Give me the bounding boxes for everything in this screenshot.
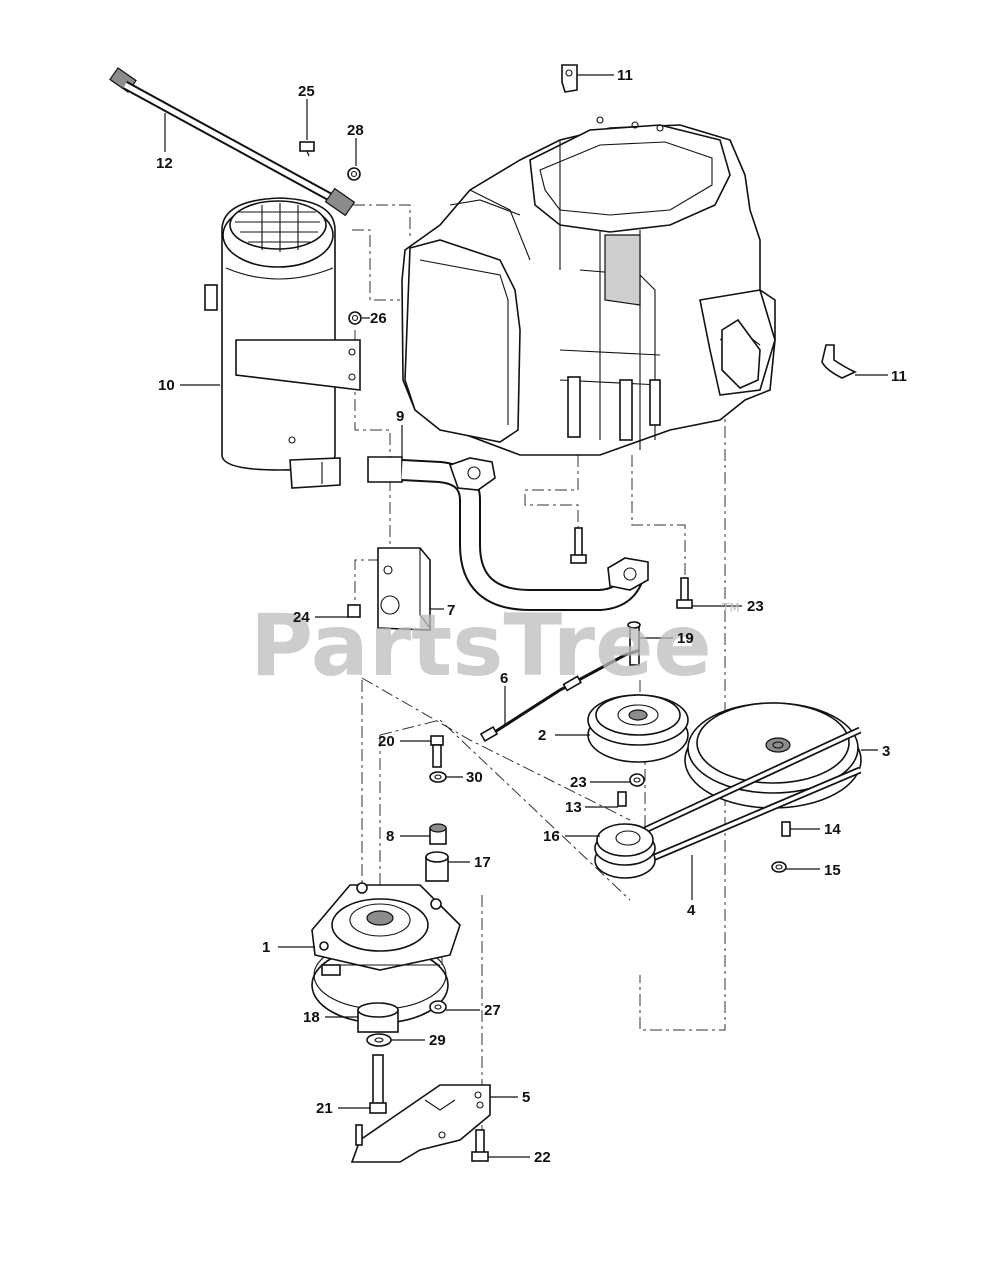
tube-12: [109, 67, 356, 217]
large-pulley-3: [684, 702, 862, 809]
callout-8: 8: [386, 828, 394, 845]
ring-15: [771, 861, 787, 873]
key-13: [617, 791, 627, 807]
spacer-8: [429, 823, 447, 845]
nut-27: [429, 1000, 447, 1014]
callout-25: 23: [570, 774, 587, 791]
nut-29: [366, 1033, 392, 1047]
screw-22: [299, 141, 315, 157]
clutch-1: [311, 882, 461, 1024]
callout-30: 30: [466, 769, 483, 786]
bolt-23-engine: [570, 527, 587, 564]
hub-18: [357, 1002, 399, 1033]
callout-9: 9: [396, 408, 404, 425]
key-14: [781, 821, 791, 837]
callout-3: 3: [882, 743, 890, 760]
callout-18: 18: [303, 1009, 320, 1026]
leader-lines: [164, 74, 888, 1158]
callout-12: 12: [156, 155, 173, 172]
nut-25: [629, 773, 645, 787]
callout-21: 21: [316, 1100, 333, 1117]
belt-4: [643, 726, 862, 864]
pulley-16: [594, 823, 656, 879]
callout-26: 26: [370, 310, 387, 327]
callout-labels: 11 11 12 25 28 26 10 9 23 24 7 19 6 2 3 …: [156, 67, 907, 1166]
callout-1: 1: [262, 939, 270, 956]
callout-14: 14: [824, 821, 841, 838]
washer-30: [429, 771, 447, 783]
muffler-10: [204, 197, 361, 489]
nut-26: [348, 311, 362, 325]
clip-28: [347, 167, 361, 181]
callout-6: 6: [500, 670, 508, 687]
callout-17: 17: [474, 854, 491, 871]
callout-29: 29: [429, 1032, 446, 1049]
bolt-24: [347, 604, 361, 618]
engine-assembly: [401, 116, 776, 456]
callout-15: 15: [824, 862, 841, 879]
callout-27: 27: [484, 1002, 501, 1019]
bracket-5: [350, 1084, 491, 1163]
bolt-23-bottom: [471, 1129, 489, 1162]
bracket-7: [377, 547, 431, 631]
watermark-trademark: TM: [721, 601, 740, 615]
callout-5: 5: [522, 1089, 530, 1106]
callout-24: 24: [293, 609, 310, 626]
callout-22: 25: [298, 83, 315, 100]
bolt-20: [430, 735, 444, 768]
idler-pulley-2: [587, 694, 689, 763]
clip-11-top: [561, 64, 578, 93]
callout-10: 10: [158, 377, 175, 394]
exhaust-pipe-9: [367, 456, 649, 611]
callout-23-bottom: 22: [534, 1149, 551, 1166]
wire-harness-6: [479, 648, 641, 743]
clip-11-right: [821, 344, 857, 379]
callout-19: 19: [677, 630, 694, 647]
bolt-23-right: [676, 577, 693, 609]
callout-4: 4: [687, 902, 696, 919]
callout-16: 16: [543, 828, 560, 845]
callout-11-right: 11: [891, 368, 907, 385]
callout-7: 7: [447, 602, 455, 619]
callout-2: 2: [538, 727, 546, 744]
callout-20: 20: [378, 733, 395, 750]
callout-13: 13: [565, 799, 582, 816]
watermark-text: PartsTree: [250, 596, 712, 696]
callout-11-top: 11: [617, 67, 633, 84]
bolt-21: [369, 1054, 387, 1114]
callout-23-right: 23: [747, 598, 764, 615]
pin-19: [627, 621, 641, 666]
spacer-17: [425, 851, 449, 882]
callout-28: 28: [347, 122, 364, 139]
